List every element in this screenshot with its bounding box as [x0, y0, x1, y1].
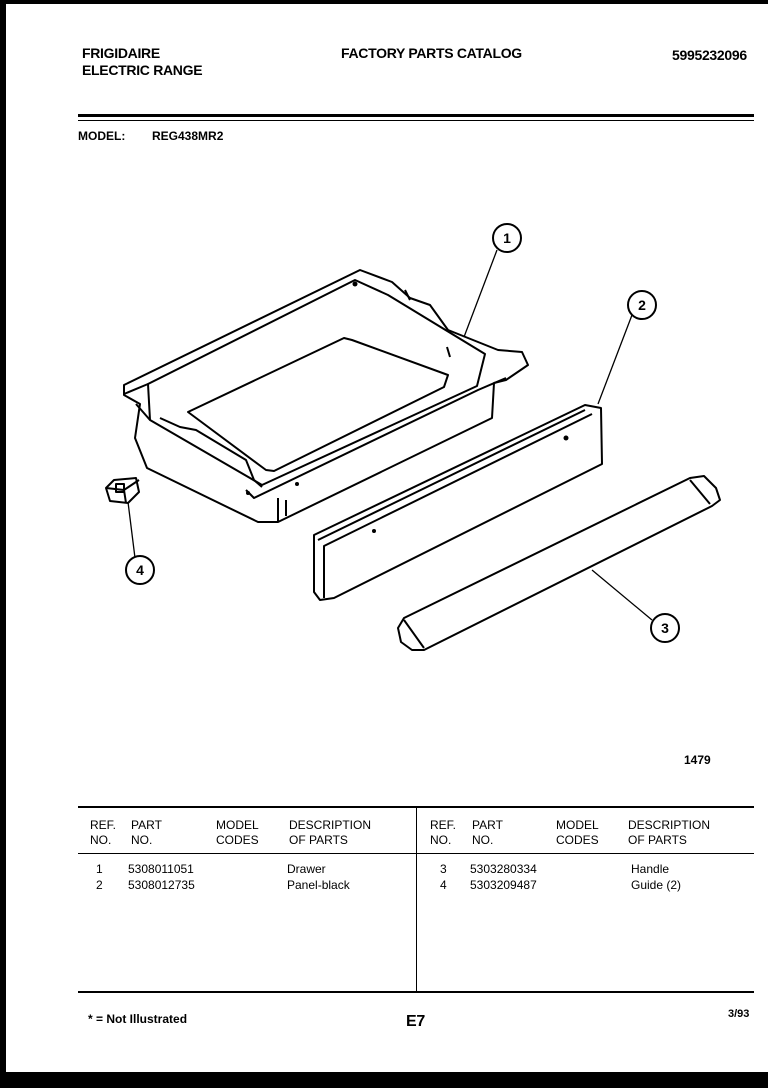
catalog-title: FACTORY PARTS CATALOG	[341, 45, 522, 61]
row-description: Drawer	[287, 862, 326, 876]
leader-line-3	[591, 569, 653, 621]
row-ref: 3	[440, 862, 447, 876]
callout-2: 2	[638, 297, 646, 313]
not-illustrated-note: * = Not Illustrated	[88, 1012, 188, 1026]
row-part-number: 5303209487	[470, 878, 537, 892]
scan-border-top	[0, 0, 768, 4]
row-part-number: 5308011051	[128, 862, 194, 876]
row-part-number: 5308012735	[128, 878, 195, 892]
callout-circle-2	[627, 290, 657, 320]
row-description: Handle	[631, 862, 670, 876]
model-label: MODEL:	[78, 129, 126, 143]
figure-number: 1479	[684, 753, 711, 767]
callout-circle-1	[492, 223, 522, 253]
leader-line-4	[127, 501, 136, 559]
header-ref-left: REF.NO.	[90, 818, 117, 847]
product-type: ELECTRIC RANGE	[82, 62, 203, 78]
row-ref: 2	[96, 878, 103, 892]
row-ref: 4	[440, 878, 447, 892]
model-number: REG438MR2	[152, 129, 224, 143]
table-center-divider	[416, 806, 417, 992]
table-bottom-rule	[78, 991, 754, 993]
header-rule-thin	[78, 120, 754, 121]
scan-border-bottom	[0, 1072, 768, 1088]
catalog-number: 5995232096	[672, 47, 747, 63]
callout-4: 4	[136, 562, 144, 578]
row-part-number: 5303280334	[470, 862, 537, 876]
page-number: E7	[406, 1013, 425, 1030]
row-description: Guide (2)	[631, 878, 682, 892]
drawer-illustration	[123, 269, 529, 523]
panel-illustration	[313, 404, 603, 601]
callout-1: 1	[503, 230, 511, 246]
row-description: Panel-black	[287, 878, 350, 892]
handle-illustration	[397, 475, 721, 651]
callout-circle-3	[650, 613, 680, 643]
leader-line-2	[597, 314, 633, 405]
header-rule-thick	[78, 114, 754, 117]
brand-name: FRIGIDAIRE	[82, 45, 160, 61]
leader-line-1	[463, 249, 498, 338]
header-ref-right: REF.NO.	[430, 818, 457, 847]
callout-circle-4	[125, 555, 155, 585]
revision-date: 3/93	[728, 1008, 750, 1020]
guide-illustration	[105, 477, 140, 504]
scan-border-left	[0, 0, 6, 1088]
callout-3: 3	[661, 620, 669, 636]
row-ref: 1	[96, 862, 103, 876]
